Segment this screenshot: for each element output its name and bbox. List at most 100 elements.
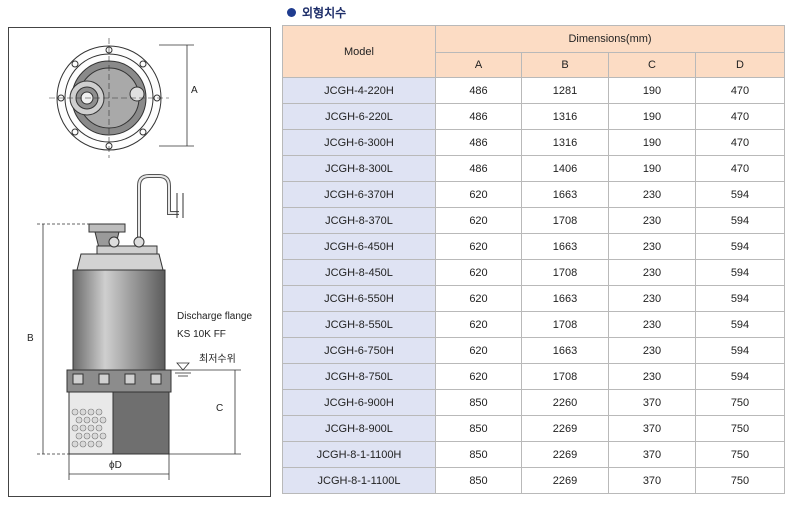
b-cell: 1708 <box>521 311 609 338</box>
model-cell: JCGH-6-750H <box>282 337 436 364</box>
b-cell: 1663 <box>521 233 609 260</box>
water-level-label: 최저수위 <box>199 354 236 365</box>
b-cell: 1281 <box>521 77 609 104</box>
d-cell: 594 <box>695 337 785 364</box>
pump-drawing-svg <box>37 38 241 480</box>
b-cell: 1406 <box>521 155 609 182</box>
column-c-header: C <box>608 52 696 78</box>
model-cell: JCGH-8-1-1100H <box>282 441 436 468</box>
b-cell: 2269 <box>521 415 609 442</box>
c-cell: 230 <box>608 259 696 286</box>
water-level-icon <box>175 362 191 377</box>
a-cell: 486 <box>435 155 522 182</box>
dimensions-table: Model Dimensions(mm) A B C D JCGH-4-220H… <box>282 25 785 494</box>
a-cell: 620 <box>435 285 522 312</box>
pump-top-view <box>49 38 169 158</box>
model-cell: JCGH-6-450H <box>282 233 436 260</box>
discharge-flange-label: Discharge flange <box>177 311 253 322</box>
c-cell: 230 <box>608 363 696 390</box>
d-cell: 594 <box>695 181 785 208</box>
d-cell: 594 <box>695 363 785 390</box>
a-cell: 620 <box>435 337 522 364</box>
model-cell: JCGH-6-220L <box>282 103 436 130</box>
label-b: B <box>27 333 34 344</box>
label-c: C <box>216 403 224 414</box>
b-cell: 1663 <box>521 285 609 312</box>
d-cell: 750 <box>695 441 785 468</box>
d-cell: 470 <box>695 77 785 104</box>
a-cell: 486 <box>435 77 522 104</box>
d-cell: 594 <box>695 207 785 234</box>
c-cell: 370 <box>608 389 696 416</box>
c-cell: 230 <box>608 285 696 312</box>
b-cell: 1663 <box>521 181 609 208</box>
model-cell: JCGH-8-750L <box>282 363 436 390</box>
b-cell: 2269 <box>521 467 609 494</box>
pump-dimension-drawing: A B C ϕD Discharge flange KS 10K FF 최저수위 <box>8 27 271 497</box>
model-cell: JCGH-4-220H <box>282 77 436 104</box>
a-cell: 486 <box>435 129 522 156</box>
b-cell: 1708 <box>521 259 609 286</box>
d-cell: 594 <box>695 311 785 338</box>
a-cell: 620 <box>435 259 522 286</box>
c-cell: 190 <box>608 77 696 104</box>
discharge-flange-standard: KS 10K FF <box>177 329 226 340</box>
section-title-text: 외형치수 <box>302 5 347 20</box>
d-cell: 594 <box>695 233 785 260</box>
d-cell: 750 <box>695 467 785 494</box>
bullet-icon <box>287 7 296 17</box>
c-cell: 230 <box>608 181 696 208</box>
section-heading: 외형치수 <box>287 3 346 21</box>
dimension-d-line <box>68 454 170 480</box>
c-cell: 370 <box>608 441 696 468</box>
a-cell: 850 <box>435 467 522 494</box>
c-cell: 370 <box>608 467 696 494</box>
c-cell: 370 <box>608 415 696 442</box>
d-cell: 750 <box>695 415 785 442</box>
c-cell: 190 <box>608 129 696 156</box>
d-cell: 470 <box>695 129 785 156</box>
b-cell: 2269 <box>521 441 609 468</box>
label-d: ϕD <box>109 460 122 471</box>
model-cell: JCGH-6-550H <box>282 285 436 312</box>
model-cell: JCGH-8-1-1100L <box>282 467 436 494</box>
b-cell: 1663 <box>521 337 609 364</box>
a-cell: 486 <box>435 103 522 130</box>
b-cell: 1708 <box>521 207 609 234</box>
c-cell: 230 <box>608 207 696 234</box>
d-cell: 594 <box>695 259 785 286</box>
column-d-header: D <box>695 52 785 78</box>
d-cell: 594 <box>695 285 785 312</box>
dimensions-header: Dimensions(mm) <box>435 25 785 53</box>
model-cell: JCGH-6-370H <box>282 181 436 208</box>
model-cell: JCGH-8-300L <box>282 155 436 182</box>
c-cell: 230 <box>608 311 696 338</box>
model-cell: JCGH-8-550L <box>282 311 436 338</box>
a-cell: 850 <box>435 441 522 468</box>
a-cell: 620 <box>435 233 522 260</box>
model-cell: JCGH-8-370L <box>282 207 436 234</box>
a-cell: 620 <box>435 207 522 234</box>
dimension-b-line <box>37 223 89 455</box>
d-cell: 750 <box>695 389 785 416</box>
model-cell: JCGH-8-450L <box>282 259 436 286</box>
c-cell: 230 <box>608 337 696 364</box>
dimension-c-line <box>169 369 241 455</box>
model-cell: JCGH-6-900H <box>282 389 436 416</box>
a-cell: 620 <box>435 363 522 390</box>
a-cell: 620 <box>435 181 522 208</box>
